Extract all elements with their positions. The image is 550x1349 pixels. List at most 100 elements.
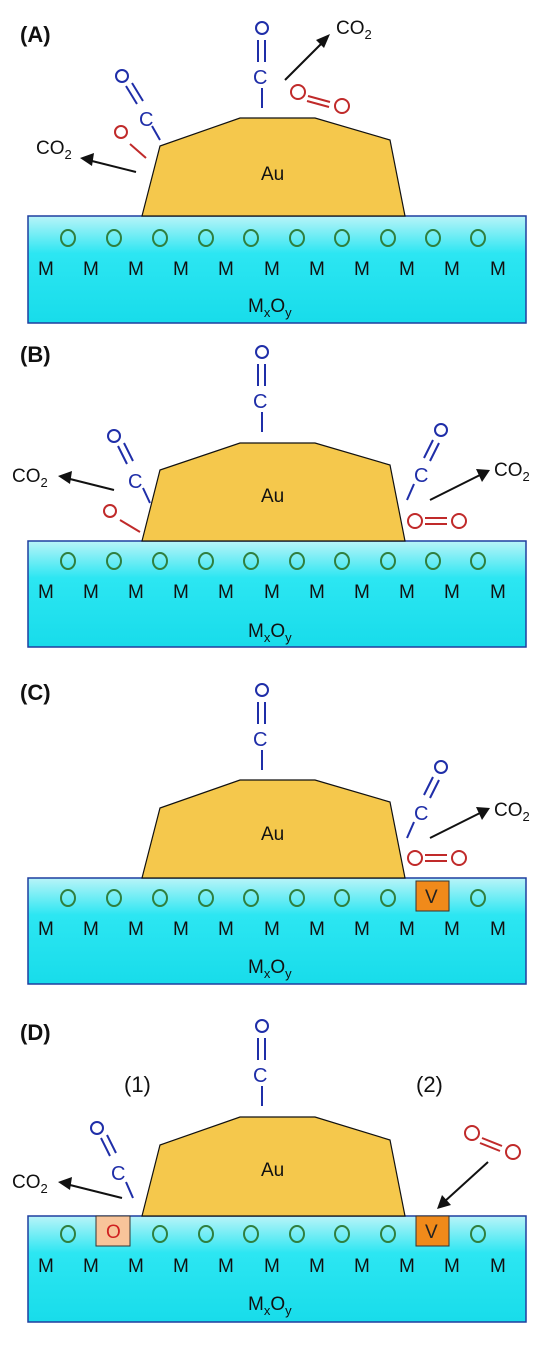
o2-molecule (464, 1125, 521, 1160)
carbon-label: C (253, 67, 267, 89)
metal-atom-label: M (264, 1256, 280, 1277)
carbon-label: C (253, 1065, 267, 1087)
lattice-oxygen-atom (334, 229, 350, 247)
metal-atom-label: M (218, 582, 234, 603)
lattice-oxygen-atom (152, 552, 168, 570)
lattice-oxygen-atom (243, 229, 259, 247)
lattice-oxygen-atom (289, 889, 305, 907)
co-molecule-right (406, 423, 448, 501)
site-label-1: (1) (124, 1072, 151, 1097)
gold-nanoparticle (141, 442, 406, 542)
arrow-head (58, 471, 72, 484)
panel-label-b: (B) (20, 342, 51, 367)
metal-atom-label: M (309, 259, 325, 280)
gold-label: Au (261, 164, 284, 185)
co-molecule-right (406, 760, 448, 839)
o2-molecule (407, 513, 467, 529)
arrow-head (476, 469, 490, 482)
metal-atom-label: M (490, 1256, 506, 1277)
metal-atom-label: M (354, 582, 370, 603)
surface-oxygen-row (60, 1225, 486, 1243)
gold-nanoparticle (141, 779, 406, 879)
oxygen-vacancy (415, 1215, 450, 1247)
metal-atom-label: M (490, 259, 506, 280)
panel-label-d: (D) (20, 1020, 51, 1045)
metal-atom-label: M (173, 1256, 189, 1277)
metal-atom-label: M (264, 259, 280, 280)
metal-atom-label: M (83, 582, 99, 603)
co2-label-left: CO2 (36, 138, 72, 162)
lattice-oxygen-atom (152, 889, 168, 907)
metal-atom-label: M (173, 919, 189, 940)
arrow (284, 39, 326, 81)
o2-molecule (290, 84, 350, 114)
oxygen-atom (255, 21, 269, 35)
oxide-label: MxOy (248, 957, 292, 981)
lattice-oxygen-atom (380, 889, 396, 907)
metal-atom-label: M (354, 259, 370, 280)
lattice-oxygen-atom (243, 1225, 259, 1243)
metal-atom-label: M (444, 1256, 460, 1277)
metal-atom-label: M (309, 1256, 325, 1277)
co2-label-right: CO2 (494, 460, 530, 484)
oxide-support (27, 215, 527, 324)
co-molecule-left (107, 429, 151, 504)
metal-atom-label: M (264, 919, 280, 940)
lattice-oxygen-atom (470, 229, 486, 247)
arrow-right (429, 473, 483, 501)
metal-atom-label: M (83, 259, 99, 280)
metal-atom-label: M (354, 919, 370, 940)
lattice-oxygen-atom (470, 1225, 486, 1243)
lattice-oxygen-atom (60, 552, 76, 570)
metal-atom-label: M (218, 919, 234, 940)
lattice-oxygen-atom (380, 229, 396, 247)
gold-nanoparticle (141, 117, 406, 217)
gold-label: Au (261, 486, 284, 507)
gold-label: Au (261, 1160, 284, 1181)
vacancy-label: V (425, 887, 438, 908)
metal-atom-label: M (444, 919, 460, 940)
arrow-head (316, 34, 330, 48)
carbon-label-left: C (111, 1163, 125, 1185)
lattice-oxygen-atom (380, 552, 396, 570)
co-molecule-top (255, 683, 269, 770)
metal-atom-label: M (83, 919, 99, 940)
lattice-oxygen-atom (60, 229, 76, 247)
metal-atom-label: M (490, 582, 506, 603)
surface-oxygen-row (60, 229, 486, 247)
metal-atom-label: M (38, 582, 54, 603)
metal-atom-label: M (399, 259, 415, 280)
lattice-oxygen-atom (425, 552, 441, 570)
metal-atom-label: M (444, 582, 460, 603)
metal-atom-label: M (128, 582, 144, 603)
oxide-support (27, 540, 527, 648)
adsorbed-oxygen (103, 504, 141, 533)
lattice-oxygen-atom (380, 1225, 396, 1243)
co2-label-right: CO2 (494, 800, 530, 824)
oxide-label: MxOy (248, 296, 292, 320)
co-molecule-top (255, 345, 269, 432)
metal-atom-label: M (264, 582, 280, 603)
lattice-oxygen-atom (243, 552, 259, 570)
lattice-oxygen-atom (106, 889, 122, 907)
metal-atom-label: M (218, 259, 234, 280)
lattice-oxygen-atom (198, 552, 214, 570)
site-label-2: (2) (416, 1072, 443, 1097)
co2-label-left: CO2 (12, 1172, 48, 1196)
surface-oxygen-row (60, 889, 486, 907)
arrow-head (437, 1195, 451, 1209)
carbon-label: C (253, 729, 267, 751)
metal-atom-label: M (309, 582, 325, 603)
panel-label-a: (A) (20, 22, 51, 47)
lattice-oxygen-atom (243, 889, 259, 907)
lattice-oxygen-atom (470, 552, 486, 570)
lattice-oxygen-atom (334, 889, 350, 907)
metal-atom-label: M (83, 1256, 99, 1277)
co2-label-left: CO2 (12, 466, 48, 490)
